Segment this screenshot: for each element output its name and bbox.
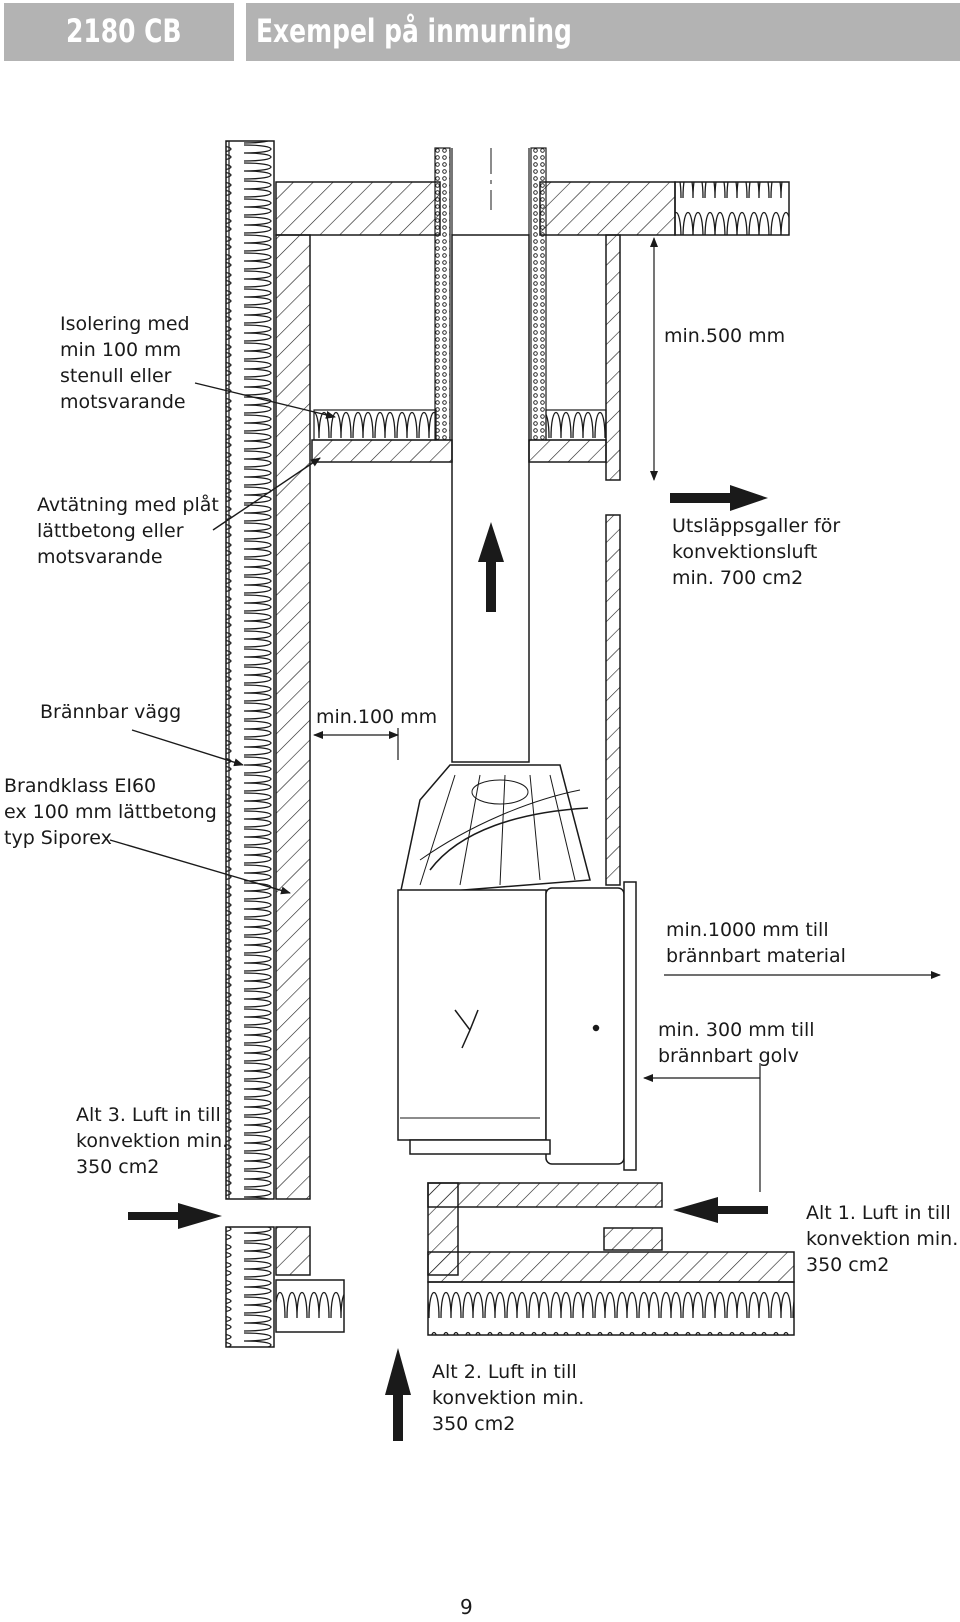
outlet-grille-arrow (670, 485, 768, 511)
leader-lines (109, 382, 336, 895)
combustible-wall (225, 140, 275, 1348)
label-combustible-wall: Brännbar vägg (40, 701, 181, 723)
header-model-code: 2180 CB (66, 12, 182, 50)
label-outlet-grille: Utsläppsgaller för konvektionsluft min. … (672, 515, 846, 589)
label-alt1: Alt 1. Luft in till konvektion min. 350 … (806, 1202, 960, 1276)
label-min-500: min.500 mm (664, 325, 785, 347)
label-alt3: Alt 3. Luft in till konvektion min. 350 … (76, 1104, 234, 1178)
header-model-box: 2180 CB (4, 3, 234, 61)
alt2-air-arrow (385, 1348, 411, 1441)
dimension-lines (313, 237, 941, 1192)
ceiling-slab (275, 181, 790, 236)
header-title-box: Exempel på inmurning (246, 3, 960, 61)
alt1-air-arrow (673, 1197, 768, 1223)
page-title: Exempel på inmurning (256, 12, 572, 50)
label-min-300: min. 300 mm till brännbart golv (658, 1019, 821, 1067)
floor-base (427, 1182, 795, 1336)
flue-up-arrow (478, 522, 504, 612)
label-alt2: Alt 2. Luft in till konvektion min. 350 … (432, 1361, 590, 1435)
label-min-1000: min.1000 mm till brännbart material (666, 919, 846, 967)
page-number: 9 (460, 1595, 473, 1619)
hood-wall-right (605, 234, 621, 886)
fireplace-insert (397, 764, 637, 1171)
label-insulation: Isolering med min 100 mm stenull eller m… (60, 313, 196, 413)
label-sealing: Avtätning med plåt lättbetong eller mots… (37, 493, 225, 568)
fireproof-wall-left (275, 234, 345, 1333)
label-min-100: min.100 mm (316, 706, 437, 728)
alt3-air-arrow (128, 1203, 222, 1229)
label-fire-class: Brandklass EI60 ex 100 mm lättbetong typ… (4, 775, 223, 849)
chimney (434, 147, 547, 763)
